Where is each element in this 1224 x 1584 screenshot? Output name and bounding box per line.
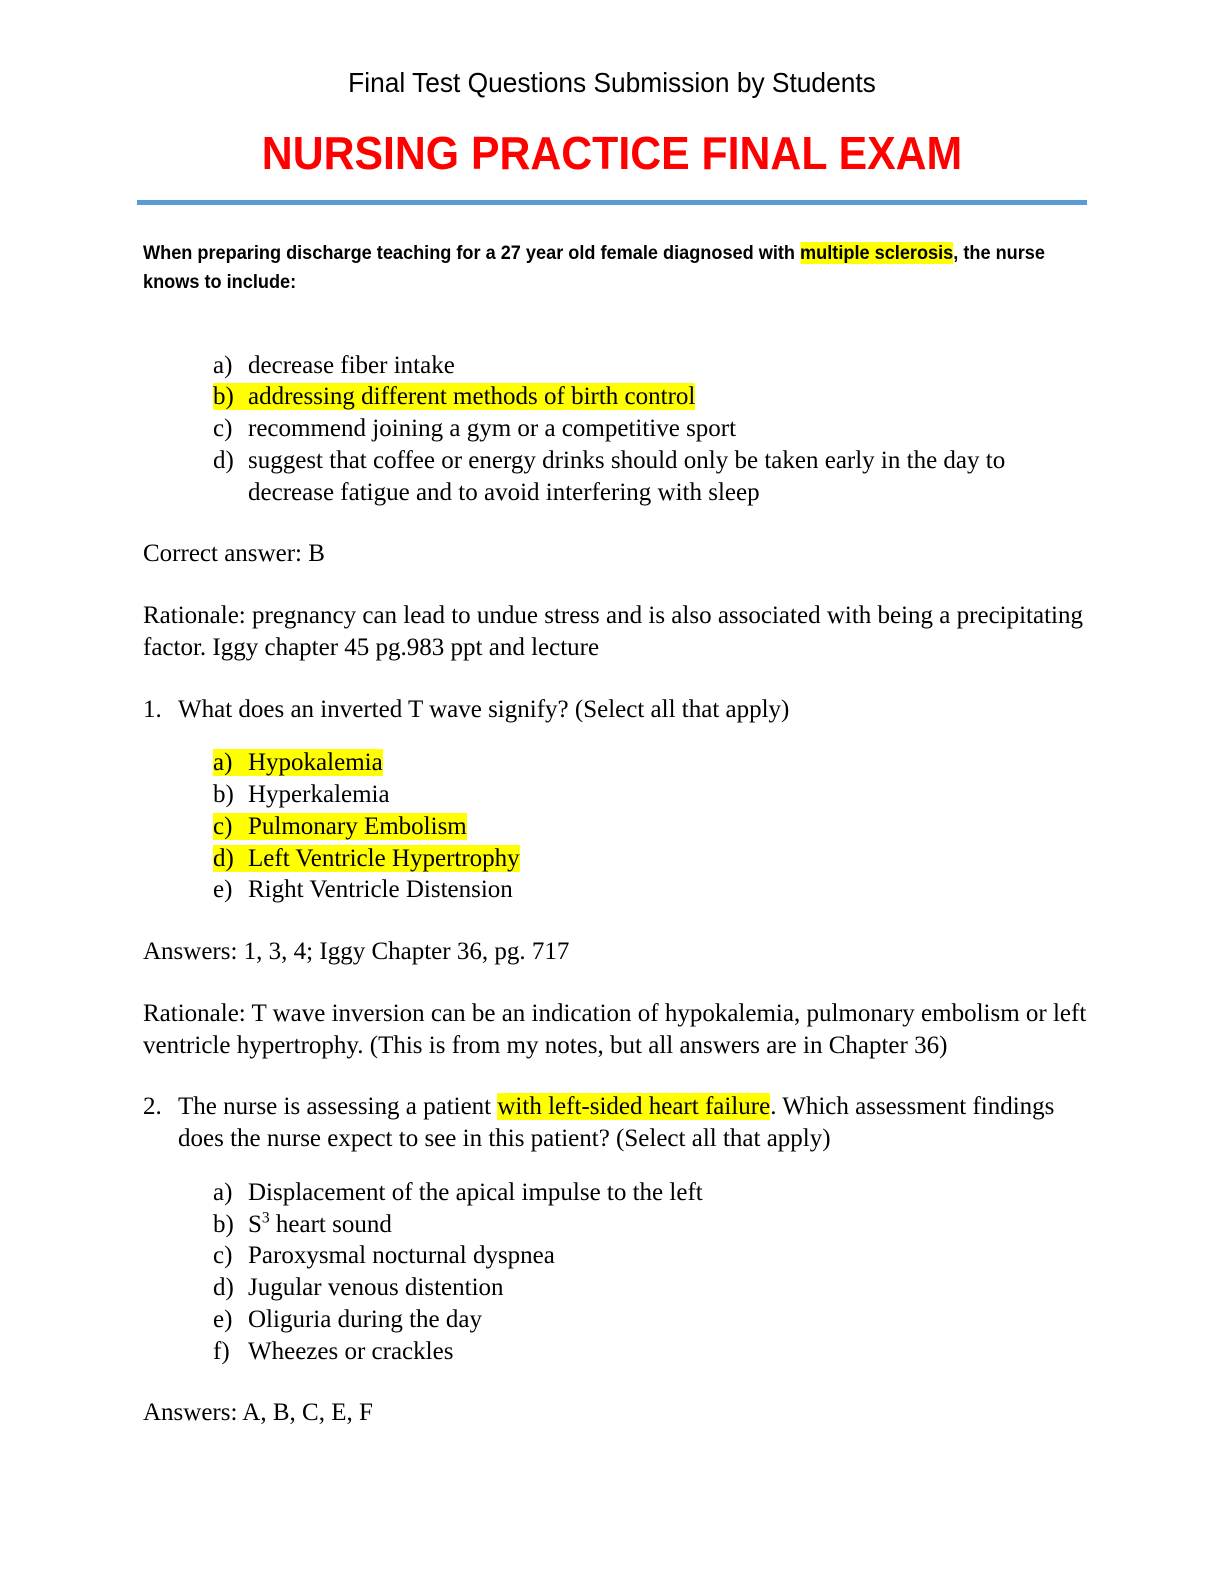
option-text: Oliguria during the day <box>248 1305 482 1333</box>
option-superscript: 3 <box>261 1209 270 1227</box>
intro-text-before: When preparing discharge teaching for a … <box>143 242 801 265</box>
option-text-rest: heart sound <box>269 1210 392 1238</box>
header-divider <box>137 200 1087 206</box>
option-f[interactable]: f) Wheezes or crackles <box>213 1336 1088 1368</box>
option-letter: a) <box>213 1178 233 1206</box>
option-d[interactable]: d) suggest that coffee or energy drinks … <box>213 445 1088 509</box>
option-c[interactable]: c) Paroxysmal nocturnal dyspnea <box>213 1240 1088 1272</box>
option-text: Pulmonary Embolism <box>248 812 467 840</box>
question-number: 1. <box>143 695 162 723</box>
question-text-before: The nurse is assessing a patient <box>178 1093 498 1121</box>
option-letter: d) <box>213 844 234 872</box>
option-e[interactable]: e) Oliguria during the day <box>213 1304 1088 1336</box>
option-letter: a) <box>213 749 233 777</box>
question-text: The nurse is assessing a patient with le… <box>178 1091 1088 1155</box>
question-1-option-list: a) Hypokalemia b) Hyperkalemia c) Pulmonar… <box>143 747 1088 906</box>
option-d[interactable]: d) Jugular venous distention <box>213 1272 1088 1304</box>
question-number: 2. <box>143 1093 162 1121</box>
document-body: When preparing discharge teaching for a … <box>0 239 1224 1429</box>
option-letter: a) <box>213 351 233 379</box>
option-letter: f) <box>213 1337 230 1365</box>
option-text-base: S <box>248 1210 262 1238</box>
option-letter: b) <box>213 383 234 411</box>
option-letter: c) <box>213 812 233 840</box>
intro-correct-answer: Correct answer: B <box>143 540 325 568</box>
option-highlight-wrap: d) Left Ventricle Hypertrophy <box>213 844 520 872</box>
option-letter: b) <box>213 781 234 809</box>
option-letter: d) <box>213 1274 234 1302</box>
option-b[interactable]: b) addressing different methods of birth … <box>213 381 1088 413</box>
question-2-option-list: a) Displacement of the apical impulse to… <box>143 1177 1088 1368</box>
option-highlight-wrap: b) addressing different methods of birth … <box>213 383 696 411</box>
intro-question: When preparing discharge teaching for a … <box>143 239 1088 298</box>
option-highlight-wrap: a) Hypokalemia <box>213 749 383 777</box>
option-text: Displacement of the apical impulse to th… <box>248 1178 703 1206</box>
intro-text-after: , the nurse knows to include: <box>143 242 1045 294</box>
option-text: Paroxysmal nocturnal dyspnea <box>248 1242 555 1270</box>
question-text: What does an inverted T wave signify? (S… <box>178 695 790 723</box>
option-a[interactable]: a) decrease fiber intake <box>213 350 1088 382</box>
option-letter: b) <box>213 1210 234 1238</box>
option-a[interactable]: a) Displacement of the apical impulse to… <box>213 1177 1088 1209</box>
option-highlight-wrap: c) Pulmonary Embolism <box>213 812 467 840</box>
option-text: suggest that coffee or energy drinks sho… <box>248 446 1006 506</box>
option-text: addressing different methods of birth co… <box>248 383 696 411</box>
document-title: NURSING PRACTICE FINAL EXAM <box>261 126 963 179</box>
option-text: Wheezes or crackles <box>248 1337 454 1365</box>
question-1: 1. What does an inverted T wave signify?… <box>143 694 1088 726</box>
option-text: recommend joining a gym or a competitive… <box>248 415 737 443</box>
option-text: Hypokalemia <box>248 749 383 777</box>
option-letter: d) <box>213 446 234 474</box>
document-subtitle: Final Test Questions Submission by Stude… <box>348 67 876 98</box>
question-2-answers: Answers: A, B, C, E, F <box>143 1399 373 1427</box>
question-highlight: with left-sided heart failure <box>497 1093 771 1121</box>
option-letter: c) <box>213 1242 233 1270</box>
question-1-answers: Answers: 1, 3, 4; Iggy Chapter 36, pg. 7… <box>143 938 570 966</box>
option-text: S3 heart sound <box>248 1209 1088 1241</box>
option-b[interactable]: b) Hyperkalemia <box>213 779 1088 811</box>
option-text: Hyperkalemia <box>248 781 390 809</box>
intro-highlight: multiple sclerosis <box>800 242 954 265</box>
option-c[interactable]: c) Pulmonary Embolism <box>213 811 1088 843</box>
option-letter: e) <box>213 1305 233 1333</box>
option-text: decrease fiber intake <box>248 351 455 379</box>
option-text: Right Ventricle Distension <box>248 876 513 904</box>
option-b[interactable]: b) S3 heart sound <box>213 1209 1088 1241</box>
intro-option-list: a) decrease fiber intake b) addressing di… <box>143 350 1088 509</box>
document-header: Final Test Questions Submission by Stude… <box>0 0 1224 206</box>
intro-rationale: Rationale: pregnancy can lead to undue s… <box>143 602 1083 661</box>
option-a[interactable]: a) Hypokalemia <box>213 747 1088 779</box>
question-2: 2. The nurse is assessing a patient with… <box>143 1091 1088 1155</box>
option-d[interactable]: d) Left Ventricle Hypertrophy <box>213 843 1088 875</box>
question-text-after: . Which assessment findings does the nur… <box>178 1093 1055 1153</box>
option-e[interactable]: e) Right Ventricle Distension <box>213 874 1088 906</box>
option-text: Jugular venous distention <box>248 1274 504 1302</box>
option-letter: e) <box>213 876 233 904</box>
option-letter: c) <box>213 415 233 443</box>
option-c[interactable]: c) recommend joining a gym or a competit… <box>213 413 1088 445</box>
option-text: Left Ventricle Hypertrophy <box>248 844 520 872</box>
question-1-rationale: Rationale: T wave inversion can be an in… <box>143 999 1087 1059</box>
